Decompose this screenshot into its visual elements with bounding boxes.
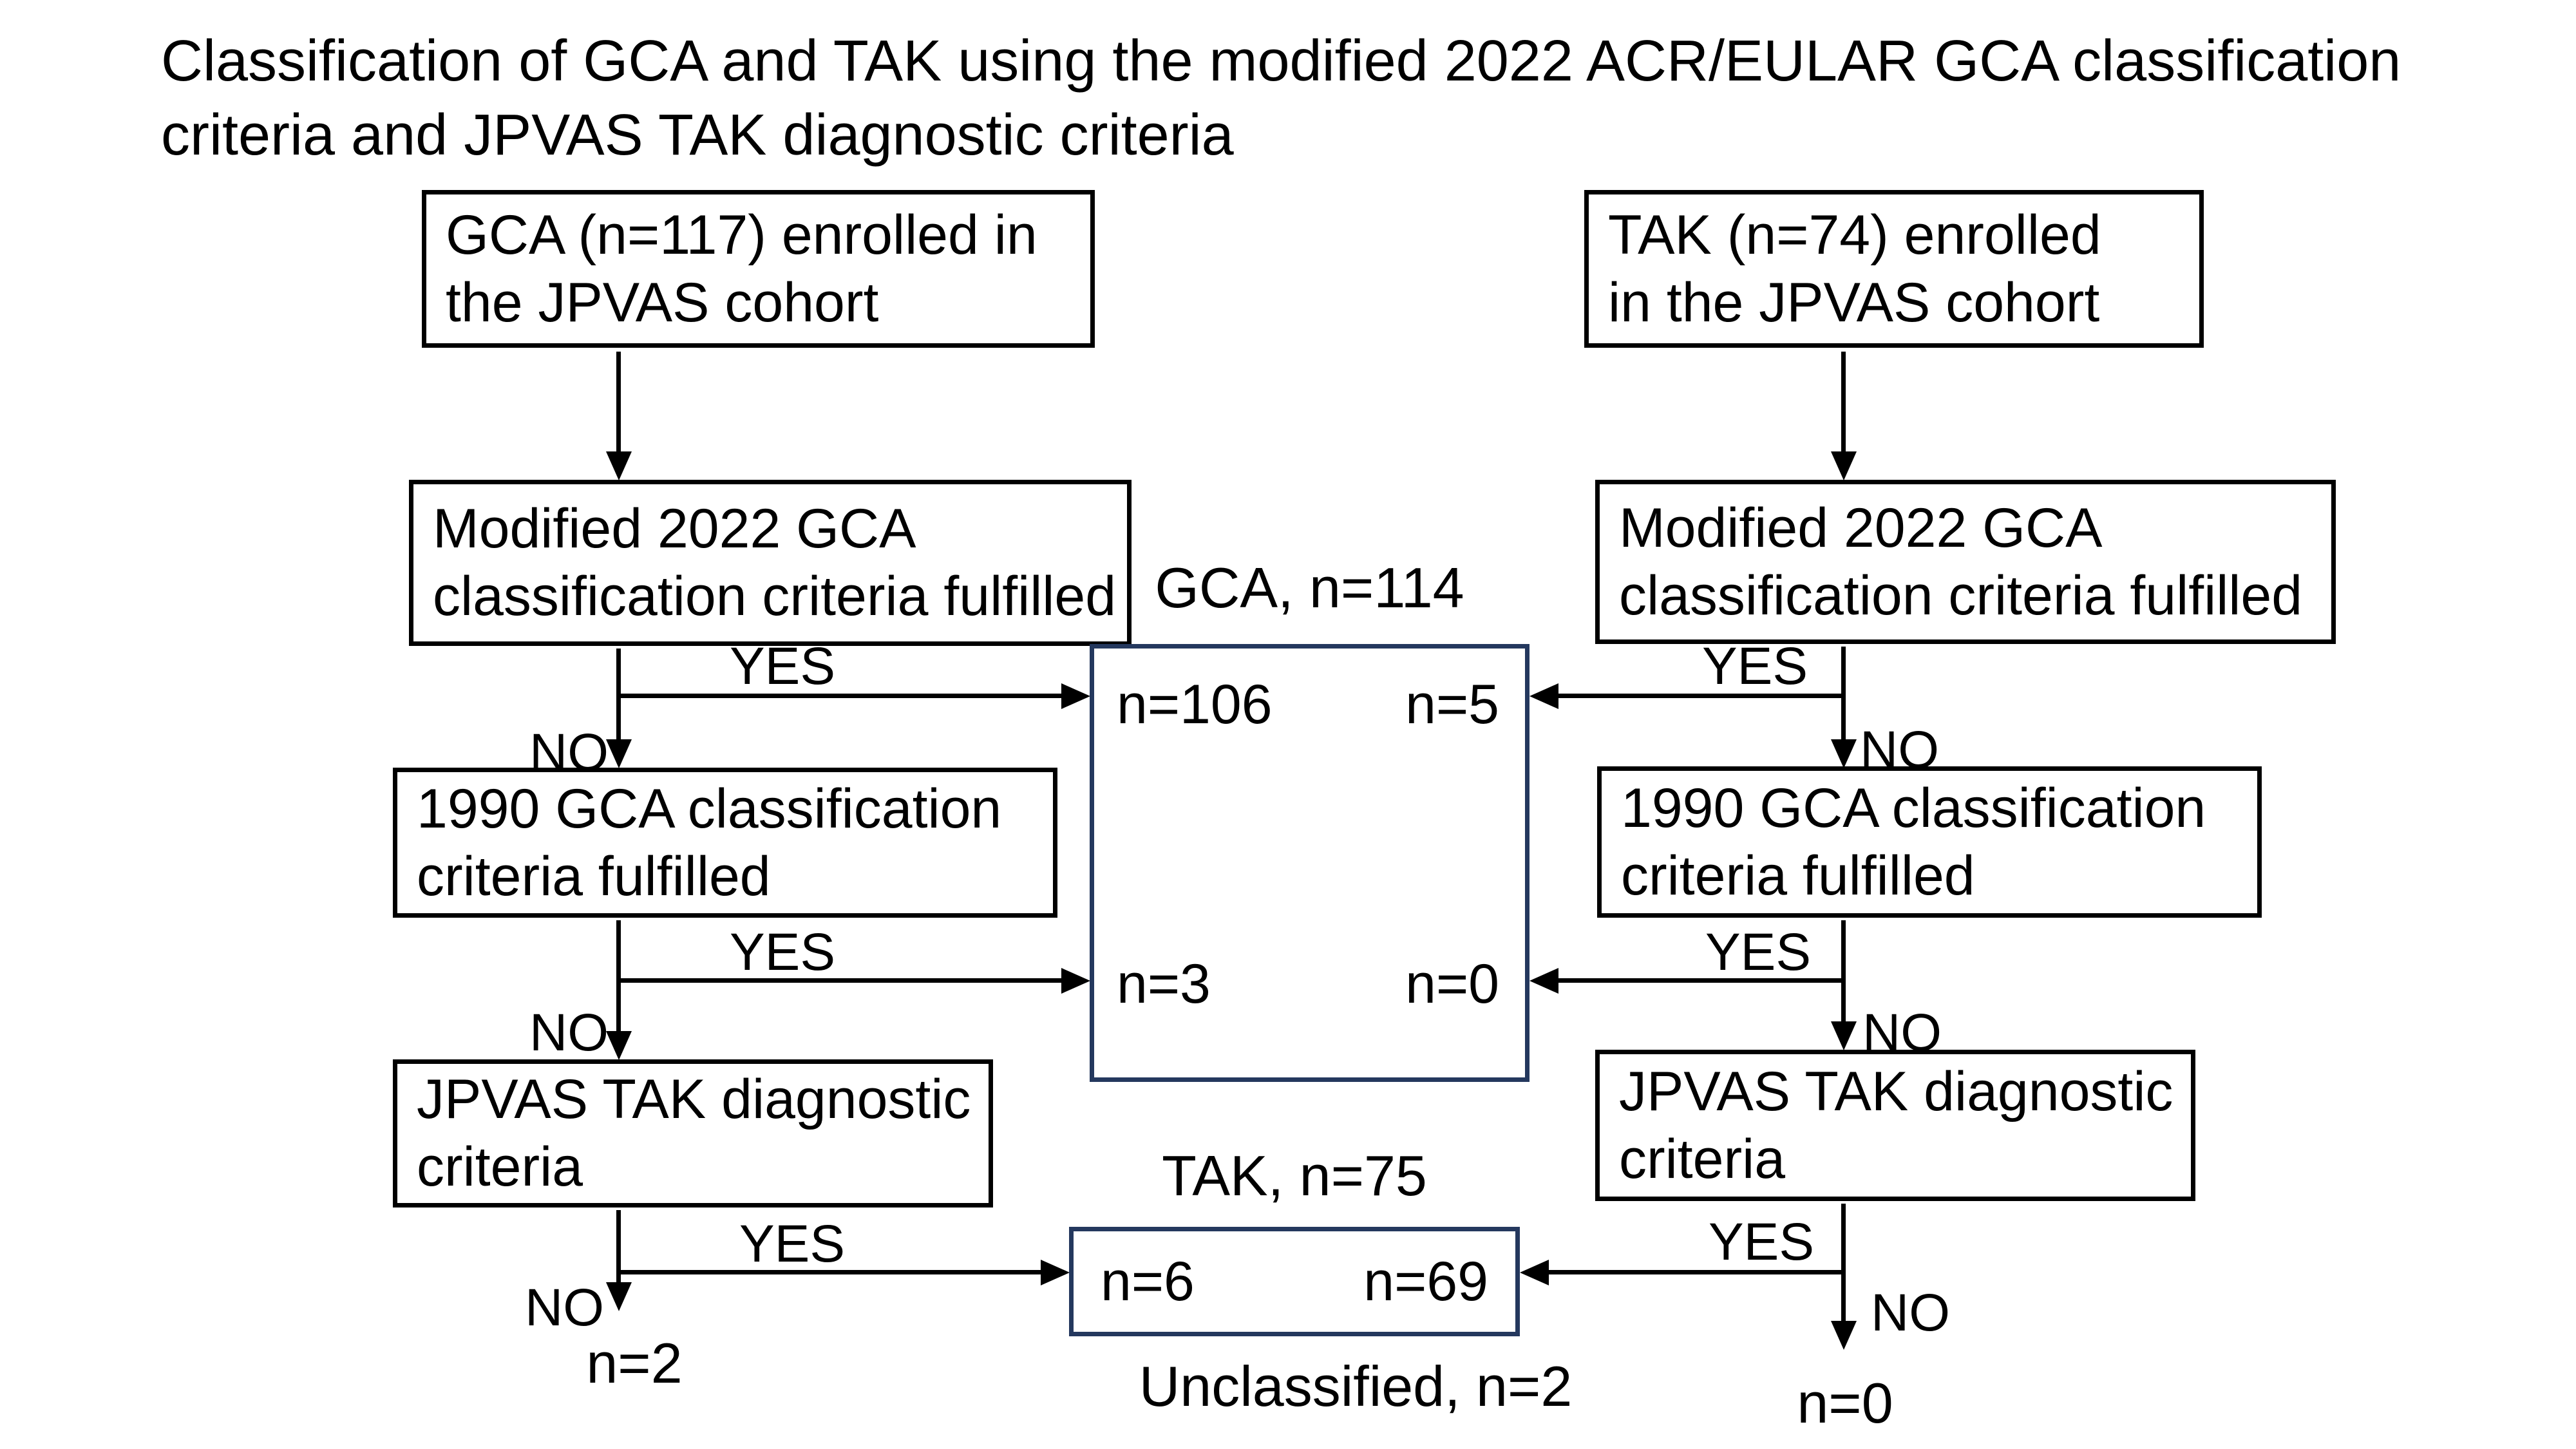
connector-right-v3 <box>1841 920 1846 1021</box>
box-left-1990-criteria: 1990 GCA classification criteria fulfill… <box>393 768 1057 918</box>
figure-title-line2: criteria and JPVAS TAK diagnostic criter… <box>161 103 1234 168</box>
label-right-no-1: NO <box>1860 721 1939 779</box>
figure-title-line1: Classification of GCA and TAK using the … <box>161 29 2401 93</box>
connector-left-v4 <box>616 1210 621 1282</box>
label-left-no-2: NO <box>529 1003 609 1062</box>
label-left-yes-2: YES <box>729 923 836 981</box>
box-right-1990-criteria-line1: 1990 GCA classification <box>1621 777 2206 839</box>
connector-right-h2 <box>1558 978 1843 983</box>
connector-left-h3 <box>618 1270 1041 1274</box>
arrow-right-left-1 <box>1061 683 1090 709</box>
outcome-tak-box: n=6 n=69 <box>1069 1227 1520 1336</box>
arrow-down-left-4 <box>606 1282 632 1311</box>
label-right-yes-3: YES <box>1708 1213 1815 1271</box>
left-unclassified-count: n=2 <box>586 1331 683 1395</box>
box-right-1990-criteria: 1990 GCA classification criteria fulfill… <box>1597 766 2262 918</box>
label-left-yes-3: YES <box>739 1215 846 1273</box>
connector-left-v1 <box>616 352 621 453</box>
connector-right-v1 <box>1841 352 1846 453</box>
outcome-unclassified-label: Unclassified, n=2 <box>1139 1354 1573 1418</box>
box-left-modified-2022-line2: classification criteria fulfilled <box>433 565 1117 627</box>
arrow-down-left-3 <box>606 1031 632 1060</box>
box-gca-enrolled: GCA (n=117) enrolled in the JPVAS cohort <box>422 190 1095 348</box>
connector-right-h3 <box>1548 1270 1843 1274</box>
box-tak-enrolled-line1: TAK (n=74) enrolled <box>1608 204 2101 266</box>
gca-count-from-left-2022: n=106 <box>1117 674 1273 735</box>
right-unclassified-count: n=0 <box>1797 1371 1893 1435</box>
label-left-no-1: NO <box>529 723 609 782</box>
box-left-1990-criteria-line1: 1990 GCA classification <box>417 777 1002 840</box>
connector-left-h1 <box>618 694 1061 698</box>
box-left-jpvas-tak: JPVAS TAK diagnostic criteria <box>393 1059 993 1208</box>
arrow-left-right-3 <box>1520 1260 1549 1285</box>
box-right-modified-2022: Modified 2022 GCA classification criteri… <box>1595 480 2336 644</box>
box-gca-enrolled-line1: GCA (n=117) enrolled in <box>446 204 1037 266</box>
label-left-yes-1: YES <box>729 637 836 696</box>
arrow-down-right-4 <box>1831 1321 1857 1350</box>
connector-left-v3 <box>616 920 621 1031</box>
connector-right-v2 <box>1841 647 1846 739</box>
box-left-modified-2022: Modified 2022 GCA classification criteri… <box>409 480 1132 646</box>
connector-left-h2 <box>618 978 1061 983</box>
box-left-1990-criteria-line2: criteria fulfilled <box>417 845 771 907</box>
box-right-jpvas-tak: JPVAS TAK diagnostic criteria <box>1595 1050 2195 1201</box>
box-right-modified-2022-line2: classification criteria fulfilled <box>1619 564 2303 627</box>
label-right-no-3: NO <box>1871 1283 1950 1342</box>
box-left-jpvas-tak-line1: JPVAS TAK diagnostic <box>417 1068 971 1131</box>
outcome-gca-label: GCA, n=114 <box>1155 556 1464 620</box>
label-right-yes-2: YES <box>1705 923 1812 981</box>
arrow-down-left-1 <box>606 451 632 480</box>
arrow-right-left-3 <box>1041 1260 1070 1285</box>
box-right-jpvas-tak-line2: criteria <box>1619 1128 1786 1190</box>
arrow-down-right-2 <box>1831 739 1857 768</box>
box-tak-enrolled: TAK (n=74) enrolled in the JPVAS cohort <box>1584 190 2204 348</box>
arrow-down-right-1 <box>1831 451 1857 480</box>
arrow-down-right-3 <box>1831 1021 1857 1050</box>
box-right-jpvas-tak-line1: JPVAS TAK diagnostic <box>1619 1060 2174 1122</box>
arrow-right-left-2 <box>1061 968 1090 994</box>
arrow-left-right-2 <box>1530 968 1558 994</box>
box-left-jpvas-tak-line2: criteria <box>417 1136 583 1198</box>
tak-count-from-right-jpvas: n=69 <box>1363 1250 1488 1312</box>
connector-right-v4 <box>1841 1204 1846 1321</box>
gca-count-from-right-1990: n=0 <box>1405 953 1499 1015</box>
gca-count-from-right-2022: n=5 <box>1405 674 1499 735</box>
box-left-modified-2022-line1: Modified 2022 GCA <box>433 498 916 560</box>
box-right-1990-criteria-line2: criteria fulfilled <box>1621 844 1975 907</box>
connector-right-h1 <box>1558 694 1843 698</box>
arrow-down-left-2 <box>606 739 632 768</box>
gca-count-from-left-1990: n=3 <box>1117 953 1211 1015</box>
label-right-no-2: NO <box>1862 1003 1942 1062</box>
box-gca-enrolled-line2: the JPVAS cohort <box>446 271 879 334</box>
box-tak-enrolled-line2: in the JPVAS cohort <box>1608 271 2100 334</box>
box-right-modified-2022-line1: Modified 2022 GCA <box>1619 497 2103 559</box>
label-left-no-3: NO <box>525 1278 604 1337</box>
outcome-gca-box: n=106 n=5 n=3 n=0 <box>1090 644 1530 1082</box>
figure-title: Classification of GCA and TAK using the … <box>161 24 2401 173</box>
label-right-yes-1: YES <box>1701 637 1808 696</box>
arrow-left-right-1 <box>1530 683 1558 709</box>
tak-count-from-left-jpvas: n=6 <box>1101 1250 1195 1312</box>
outcome-tak-label: TAK, n=75 <box>1162 1144 1427 1208</box>
